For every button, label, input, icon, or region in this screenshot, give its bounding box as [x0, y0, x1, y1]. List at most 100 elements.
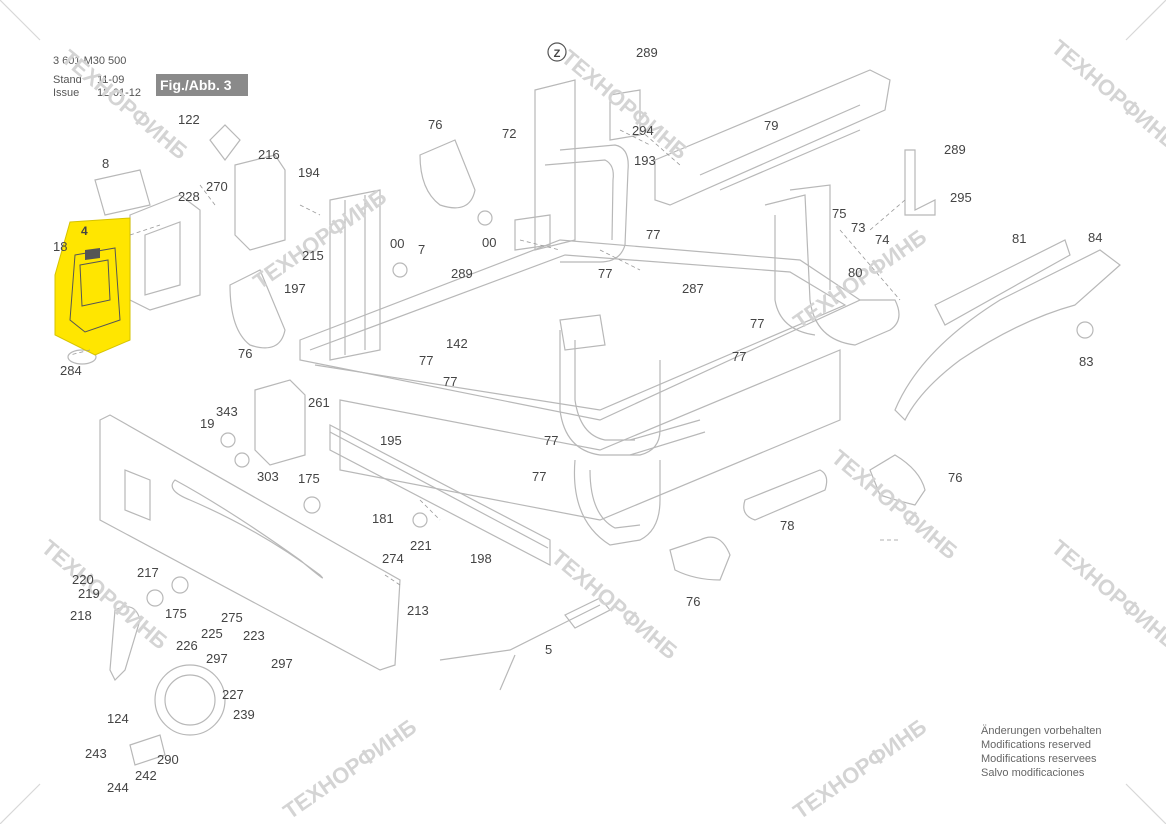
callout-297: 297	[271, 656, 293, 671]
z-marker	[547, 42, 567, 62]
callout-77: 77	[443, 374, 457, 389]
callout-z: Z	[554, 48, 561, 60]
callout-76: 76	[428, 117, 442, 132]
callout-215: 215	[302, 248, 324, 263]
stand-value: 11-09	[97, 74, 125, 86]
stand-label: Stand	[53, 74, 82, 86]
callout-4: 4	[81, 224, 88, 238]
watermark-1: ТЕХНОРФИНБ	[57, 45, 193, 165]
watermark-10: ТЕХНОРФИНБ	[279, 714, 422, 824]
callout-226: 226	[176, 638, 198, 653]
callout-77: 77	[598, 266, 612, 281]
watermark-4: ТЕХНОРФИНБ	[249, 184, 392, 294]
callout-72: 72	[502, 126, 516, 141]
callout-labels: Z 289 122 76 72 294 79 8 216 228 270 194…	[53, 45, 1102, 795]
callout-295: 295	[950, 190, 972, 205]
leader-lines	[69, 129, 906, 586]
callout-270: 270	[206, 179, 228, 194]
callout-225: 225	[201, 626, 223, 641]
callout-197: 197	[284, 281, 306, 296]
callout-77: 77	[544, 433, 558, 448]
callout-289: 289	[944, 142, 966, 157]
callout-74: 74	[875, 232, 889, 247]
callout-244: 244	[107, 780, 129, 795]
callout-213: 213	[407, 603, 429, 618]
callout-142: 142	[446, 336, 468, 351]
callout-77: 77	[750, 316, 764, 331]
issue-label: Issue	[53, 87, 80, 99]
watermark-3: ТЕХНОРФИНБ	[1047, 35, 1166, 155]
callout-219: 219	[78, 586, 100, 601]
callout-239: 239	[233, 707, 255, 722]
callout-18: 18	[53, 239, 67, 254]
highlighted-part-4	[54, 217, 131, 356]
watermark-9: ТЕХНОРФИНБ	[1047, 535, 1166, 655]
watermark-7: ТЕХНОРФИНБ	[37, 535, 173, 655]
issue-value: 12-01-12	[97, 87, 142, 99]
callout-218: 218	[70, 608, 92, 623]
callout-243: 243	[85, 746, 107, 761]
callout-8: 8	[102, 156, 109, 171]
callout-81: 81	[1012, 231, 1026, 246]
callout-275: 275	[221, 610, 243, 625]
callout-223: 223	[243, 628, 265, 643]
callout-00: 00	[482, 235, 496, 250]
callout-76: 76	[686, 594, 700, 609]
callout-5: 5	[545, 642, 552, 657]
callout-175: 175	[165, 606, 187, 621]
callout-217: 217	[137, 565, 159, 580]
callout-228: 228	[178, 189, 200, 204]
callout-77: 77	[646, 227, 660, 242]
callout-76: 76	[238, 346, 252, 361]
callout-290: 290	[157, 752, 179, 767]
callout-181: 181	[372, 511, 394, 526]
callout-284: 284	[60, 363, 82, 378]
callout-261: 261	[308, 395, 330, 410]
part-number: 3 601 M30 500	[53, 55, 127, 67]
note-en: Modifications reserved	[981, 739, 1092, 751]
callout-193: 193	[634, 153, 656, 168]
callout-19: 19	[200, 416, 214, 431]
callout-343: 343	[216, 404, 238, 419]
callout-83: 83	[1079, 354, 1093, 369]
callout-77: 77	[732, 349, 746, 364]
note-de: Änderungen vorbehalten	[981, 725, 1102, 737]
callout-175: 175	[298, 471, 320, 486]
callout-294: 294	[632, 123, 654, 138]
callout-297: 297	[206, 651, 228, 666]
callout-221: 221	[410, 538, 432, 553]
callout-289: 289	[451, 266, 473, 281]
callout-195: 195	[380, 433, 402, 448]
callout-227: 227	[222, 687, 244, 702]
note-es: Salvo modificaciones	[981, 767, 1085, 779]
callout-216: 216	[258, 147, 280, 162]
callout-75: 75	[832, 206, 846, 221]
watermark-2: ТЕХНОРФИНБ	[557, 45, 693, 165]
callout-303: 303	[257, 469, 279, 484]
callout-77: 77	[532, 469, 546, 484]
watermark-8: ТЕХНОРФИНБ	[547, 545, 683, 665]
callout-124: 124	[107, 711, 129, 726]
watermark-6: ТЕХНОРФИНБ	[827, 445, 963, 565]
callout-00: 00	[390, 236, 404, 251]
note-fr: Modifications reservees	[981, 753, 1097, 765]
modifications-note: Änderungen vorbehalten Modifications res…	[981, 724, 1101, 780]
callout-220: 220	[72, 572, 94, 587]
callout-274: 274	[382, 551, 404, 566]
callout-78: 78	[780, 518, 794, 533]
callout-73: 73	[851, 220, 865, 235]
callout-84: 84	[1088, 230, 1102, 245]
callout-289: 289	[636, 45, 658, 60]
callout-287: 287	[682, 281, 704, 296]
callout-80: 80	[848, 265, 862, 280]
callout-242: 242	[135, 768, 157, 783]
callout-77: 77	[419, 353, 433, 368]
callout-7: 7	[418, 242, 425, 257]
callout-194: 194	[298, 165, 320, 180]
callout-79: 79	[764, 118, 778, 133]
callout-76: 76	[948, 470, 962, 485]
figure-label: Fig./Abb. 3	[156, 74, 248, 96]
